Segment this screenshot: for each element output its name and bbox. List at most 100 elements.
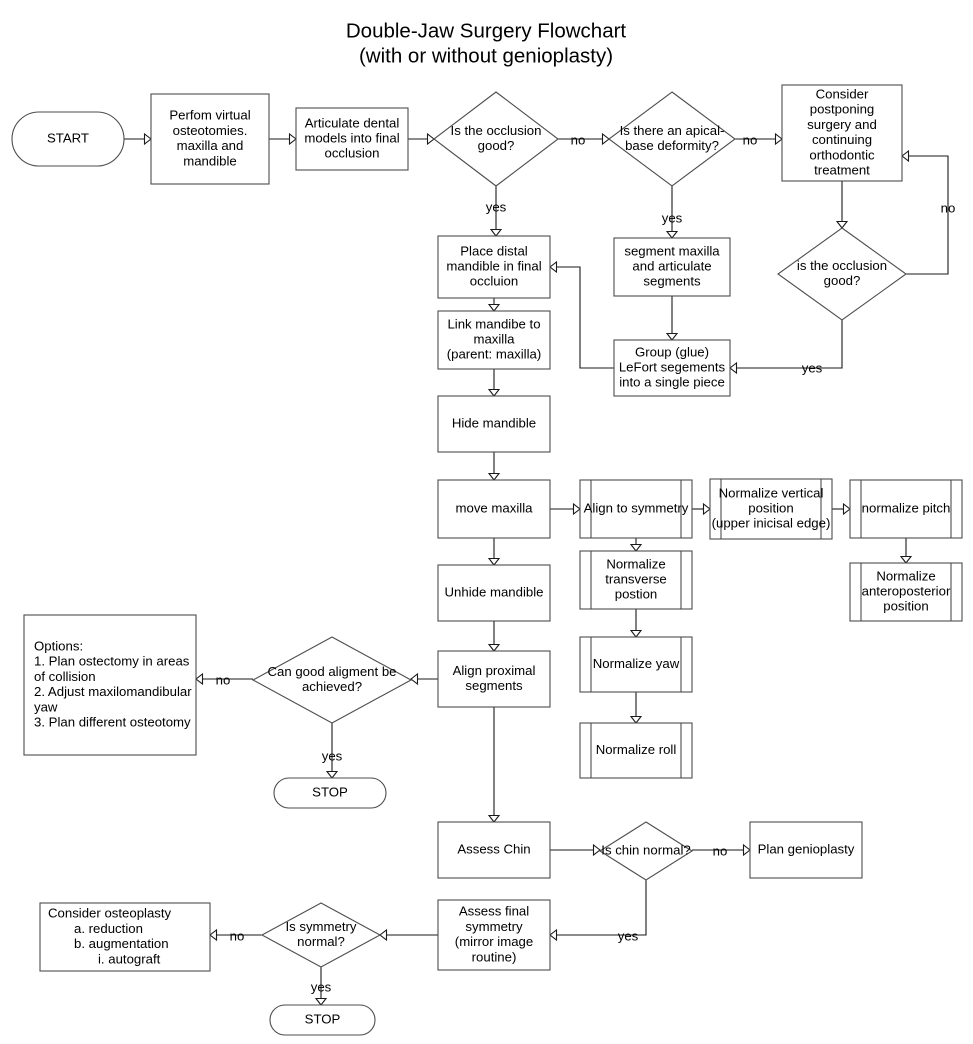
node-label: models into final <box>304 130 399 145</box>
edge-e-align-trans <box>629 538 643 552</box>
node-label: (parent: maxilla) <box>447 347 542 362</box>
node-genioplasty[interactable]: Plan genioplasty <box>749 821 863 879</box>
edge-e-apical-seg <box>665 186 679 239</box>
edge-e-occ2-no <box>901 149 949 275</box>
node-label: normal? <box>297 934 345 949</box>
node-label: 2. Adjust maxilomandibular <box>34 684 192 699</box>
node-label: routine) <box>472 949 517 964</box>
edges-layer <box>124 132 949 1006</box>
node-label: base deformity? <box>625 138 719 153</box>
node-label: Is symmetry <box>285 919 356 934</box>
node-label: postion <box>615 587 658 602</box>
node-label: postponing <box>810 102 875 117</box>
node-label: move maxilla <box>456 500 534 515</box>
node-stop1[interactable]: STOP <box>273 777 387 809</box>
node-label: Is the occlusion <box>451 123 542 138</box>
edge-label: yes <box>618 928 639 943</box>
edge-e-start-perform <box>124 132 152 146</box>
node-label: Group (glue) <box>635 344 709 359</box>
edge-label: no <box>941 200 956 215</box>
node-label: Is there an apical- <box>620 123 725 138</box>
node-label: Consider osteoplasty <box>48 906 172 921</box>
edge-e-sym-osteo <box>209 928 262 942</box>
chart-title: Double-Jaw Surgery Flowchart (with or wi… <box>346 19 627 67</box>
node-normyaw[interactable]: Normalize yaw <box>579 636 693 693</box>
node-label: segment maxilla <box>624 243 720 258</box>
edge-label: no <box>230 928 245 943</box>
node-label: position <box>748 500 793 515</box>
node-label: occlusion <box>325 146 380 161</box>
node-unhidemand[interactable]: Unhide mandible <box>437 564 551 622</box>
edge-e-alignprox-chin <box>487 707 501 823</box>
node-label: maxilla and <box>177 138 244 153</box>
node-label: (upper inicisal edge) <box>712 516 831 531</box>
edge-e-artic-occ1 <box>408 132 435 146</box>
node-label: Hide mandible <box>452 415 536 430</box>
edge-e-can-options <box>195 672 253 686</box>
node-label: Plan genioplasty <box>758 841 855 856</box>
node-label: into a single piece <box>619 375 725 390</box>
node-label: STOP <box>312 784 348 799</box>
edge-e-chin-final <box>549 880 647 942</box>
node-label: osteotomies. <box>173 123 248 138</box>
edge-e-link-hide <box>487 369 501 397</box>
title-line-2: (with or without genioplasty) <box>359 44 613 67</box>
node-label: Place distal <box>460 243 528 258</box>
node-label: Link mandibe to <box>447 316 540 331</box>
edge-e-move-unhide <box>487 538 501 566</box>
node-normroll[interactable]: Normalize roll <box>579 722 693 779</box>
node-label: Normalize roll <box>596 742 677 757</box>
edge-label: yes <box>311 979 332 994</box>
edge-label: yes <box>662 210 683 225</box>
node-chinnormal[interactable]: Is chin normal? <box>598 821 694 881</box>
edge-e-normvert-pitch <box>832 502 851 516</box>
edge-e-seg-group <box>665 296 679 341</box>
node-label: Can good aligment be <box>267 664 396 679</box>
edge-e-move-align <box>550 502 581 516</box>
edge-e-occ1-place <box>489 186 503 237</box>
node-label: Normalize <box>876 568 935 583</box>
node-stop2[interactable]: STOP <box>269 1004 376 1036</box>
node-hidemand[interactable]: Hide mandible <box>437 395 551 453</box>
node-label: mandible <box>183 153 237 168</box>
node-movemax[interactable]: move maxilla <box>437 479 551 539</box>
node-start[interactable]: START <box>11 111 125 167</box>
edge-e-postpone-occ2 <box>835 181 849 229</box>
node-label: occluion <box>470 274 518 289</box>
node-normpitch[interactable]: normalize pitch <box>849 479 963 539</box>
edge-e-unhide-alignprox <box>487 621 501 652</box>
edge-label: no <box>216 672 231 687</box>
edge-e-group-place <box>549 260 614 369</box>
edge-e-occ2-yes <box>729 320 843 375</box>
node-assesschin[interactable]: Assess Chin <box>437 821 551 879</box>
node-label: LeFort segements <box>619 359 726 374</box>
edge-label: no <box>743 132 758 147</box>
edge-e-apical-postpone <box>735 132 783 146</box>
node-label: segments <box>643 274 701 289</box>
edge-label: yes <box>486 199 507 214</box>
node-label: Align to symmetry <box>584 500 689 515</box>
node-alignsym[interactable]: Align to symmetry <box>579 479 693 539</box>
edge-label: no <box>713 843 728 858</box>
node-apical[interactable]: Is there an apical-base deformity? <box>608 91 736 187</box>
node-label: position <box>883 599 928 614</box>
